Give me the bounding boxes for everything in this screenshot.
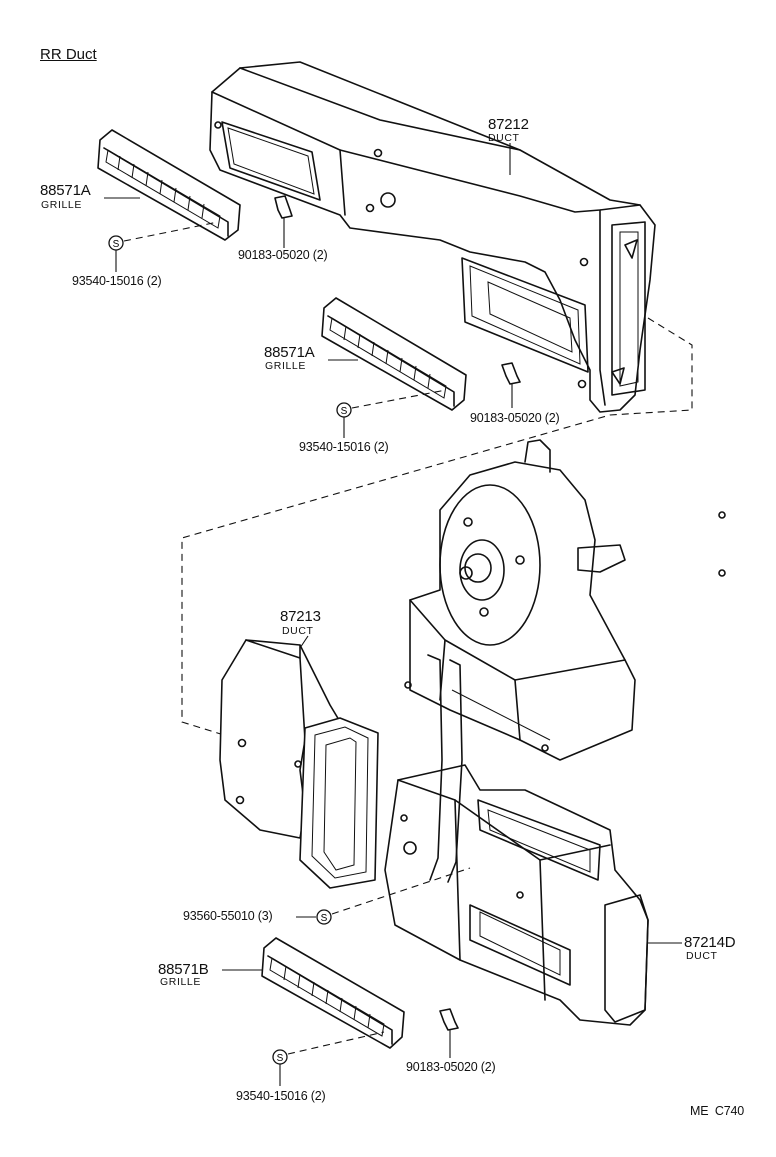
part-number-grille-mid: 88571A: [264, 344, 315, 361]
grille-mid-drawing: [322, 298, 466, 410]
screw-mid-label: 93540-15016 (2): [299, 440, 389, 454]
assembly-line-87212-87213: [182, 318, 692, 740]
screw-55010-label: 93560-55010 (3): [183, 909, 273, 923]
duct-87213-drawing: [220, 640, 378, 888]
part-number-87214d: 87214D: [684, 934, 736, 951]
svg-text:S: S: [321, 913, 328, 924]
screw-mid-symbol: [337, 390, 446, 438]
clip-bottom-drawing: [440, 1009, 458, 1058]
clip-mid-drawing: [502, 363, 520, 408]
part-name-87214d: DUCT: [686, 950, 718, 962]
grille-bottom-drawing: [222, 938, 404, 1048]
screw-55010-symbol: [296, 868, 470, 924]
screw-top-label: 93540-15016 (2): [72, 274, 162, 288]
screw-bottom-symbol: [273, 1032, 384, 1086]
part-name-grille-mid: GRILLE: [265, 360, 306, 372]
screw-s-glyphs: S S S S: [113, 239, 348, 1064]
duct-87214d-drawing: [385, 655, 682, 1025]
grille-top-drawing: [98, 130, 240, 240]
part-name-grille-top: GRILLE: [41, 199, 82, 211]
svg-text:S: S: [277, 1053, 284, 1064]
part-number-87212: 87212: [488, 116, 529, 133]
clip-top-drawing: [275, 196, 292, 248]
diagram-code: ME C740: [690, 1104, 744, 1118]
part-name-87212: DUCT: [488, 132, 520, 144]
clip-bottom-label: 90183-05020 (2): [406, 1060, 496, 1074]
clip-mid-label: 90183-05020 (2): [470, 411, 560, 425]
part-number-87213: 87213: [280, 608, 321, 625]
clip-top-label: 90183-05020 (2): [238, 248, 328, 262]
part-name-grille-bottom: GRILLE: [160, 976, 201, 988]
part-name-87213: DUCT: [282, 625, 314, 637]
part-number-grille-top: 88571A: [40, 182, 91, 199]
svg-text:S: S: [341, 406, 348, 417]
svg-text:S: S: [113, 239, 120, 250]
duct-87212-drawing: [210, 62, 655, 412]
diagram-title: RR Duct: [40, 46, 97, 63]
screw-top-symbol: [109, 222, 218, 272]
blower-unit-drawing: [405, 440, 725, 760]
screw-bottom-label: 93540-15016 (2): [236, 1089, 326, 1103]
part-number-grille-bottom: 88571B: [158, 961, 209, 978]
